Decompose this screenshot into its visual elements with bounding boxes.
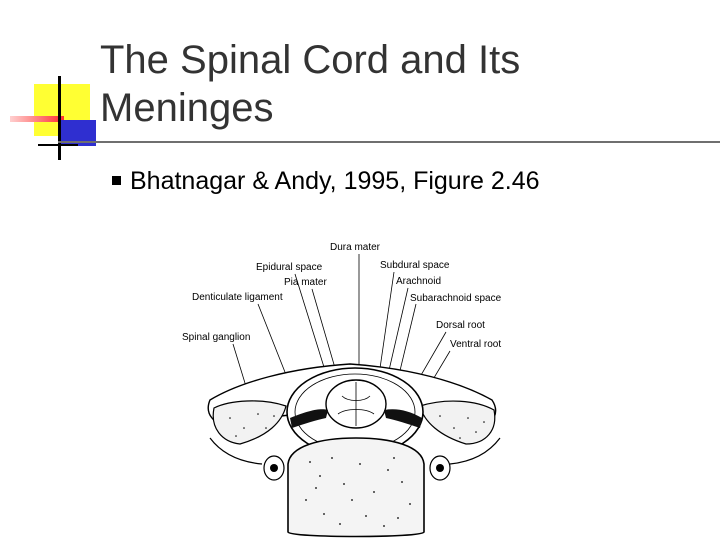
bullet-square-icon [112,176,121,185]
decor-red-bar [10,116,64,122]
label-epidural-space: Epidural space [256,262,323,273]
bullet-text: Bhatnagar & Andy, 1995, Figure 2.46 [130,167,540,195]
label-ventral-root: Ventral root [450,339,501,350]
title-line-2: Meninges [100,86,274,130]
nerve-strands [209,437,501,465]
slide-title: The Spinal Cord and Its Meninges [100,36,700,132]
stipple-texture [229,413,485,527]
label-subdural-space: Subdural space [380,260,450,271]
label-dura-mater: Dura mater [330,242,381,253]
label-denticulate-ligament: Denticulate ligament [192,292,283,303]
decor-vertical-line [58,76,61,160]
vertebral-body [287,437,425,538]
left-ganglion-core [270,464,278,472]
grey-matter [337,382,375,426]
spinal-cord-figure: Dura mater Epidural space Subdural space… [170,232,530,540]
label-subarachnoid-space: Subarachnoid space [410,293,502,304]
label-dorsal-root: Dorsal root [436,320,485,331]
title-underline [58,141,720,143]
title-line-1: The Spinal Cord and Its [100,38,521,82]
label-arachnoid: Arachnoid [396,276,441,287]
left-root-band [290,409,328,428]
right-transverse-process [419,400,496,445]
left-transverse-process [212,400,287,445]
label-spinal-ganglion: Spinal ganglion [182,332,250,343]
decor-horizontal-line [38,144,78,146]
label-pia-mater: Pia mater [284,277,327,288]
right-ganglion-core [436,464,444,472]
right-root-band [384,409,422,428]
